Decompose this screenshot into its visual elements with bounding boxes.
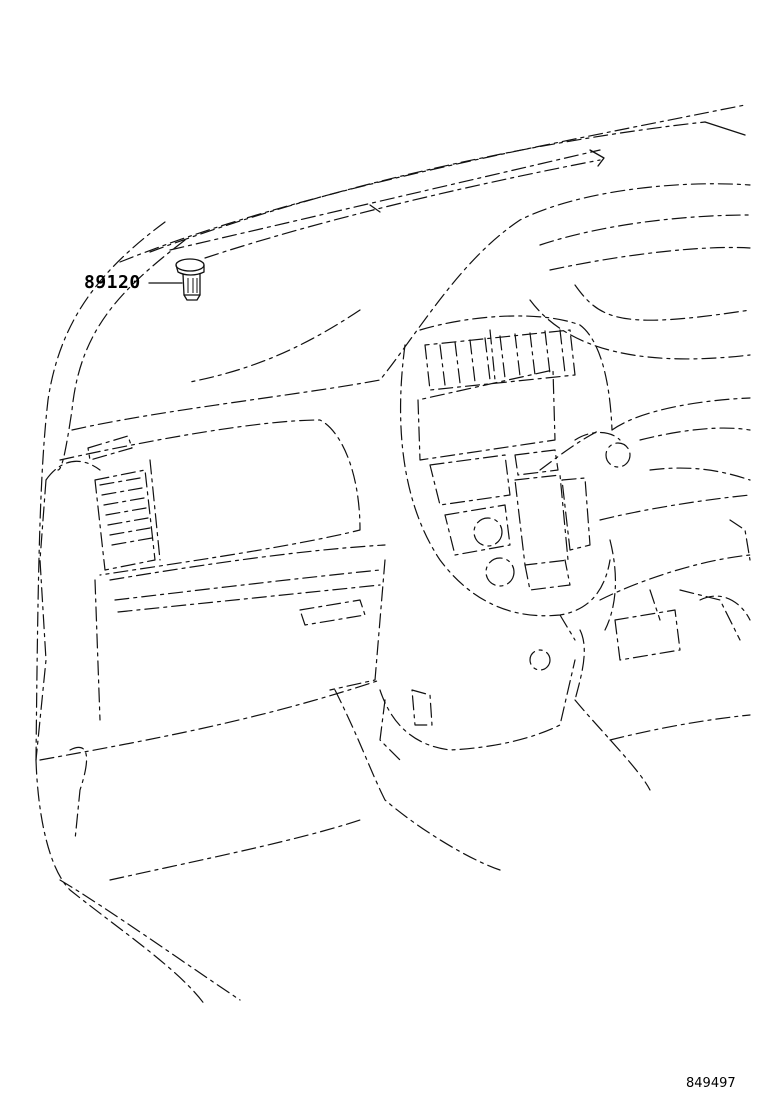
left-dash-panel [35,419,361,761]
sensor-clip-icon [175,258,205,301]
a-pillar [35,221,241,1006]
glove-box [39,544,386,841]
lower-console [109,614,751,881]
figure-id-label: 849497 [686,1076,736,1091]
center-console [400,315,631,617]
right-dash-area [599,397,751,661]
part-number-label: 89120 [84,272,141,293]
windshield-edge [119,104,746,263]
dashboard-top [71,183,751,431]
